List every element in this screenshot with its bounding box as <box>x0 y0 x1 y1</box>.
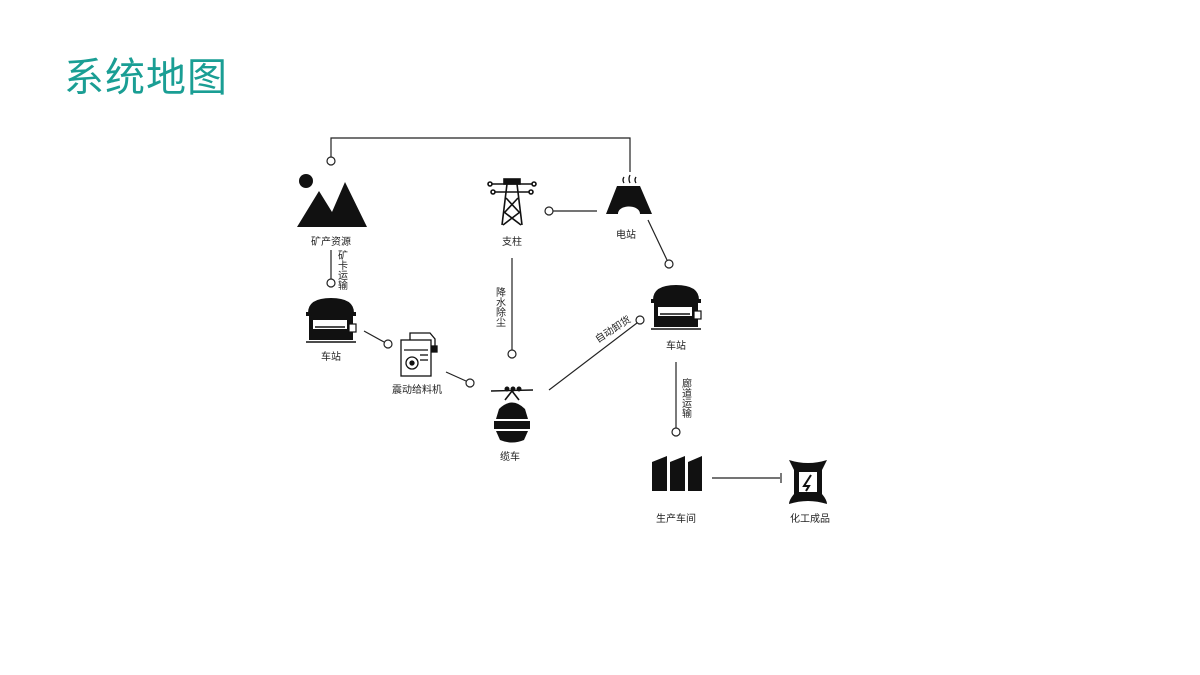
factory-icon <box>652 456 702 491</box>
page-title: 系统地图 <box>64 55 228 101</box>
edge-end-dot <box>671 427 681 437</box>
node-label-power-station: 电站 <box>616 228 636 241</box>
edge-power-station <box>647 219 668 261</box>
edge-end-dot <box>507 349 517 359</box>
station-icon <box>651 285 702 330</box>
node-label-mine: 矿产资源 <box>311 235 351 248</box>
power-plant-icon <box>606 174 652 214</box>
node-label-cable-car: 缆车 <box>500 450 520 463</box>
edge-station-feeder <box>363 330 385 343</box>
node-label-station-right: 车站 <box>666 339 686 352</box>
mountain-icon <box>297 174 367 227</box>
node-label-feeder: 震动给料机 <box>392 383 442 396</box>
node-label-pylon: 支柱 <box>502 235 522 248</box>
station-icon <box>306 298 357 343</box>
edge-label-auto-loading: 自动卸货 <box>593 313 634 346</box>
edge-end-dot <box>326 278 336 288</box>
edge-end-dot <box>465 378 475 388</box>
edge-end-dot <box>664 259 674 269</box>
edge-label-dust-removal: 降水除尘 <box>494 286 506 327</box>
node-label-product: 化工成品 <box>790 512 830 525</box>
pylon-icon <box>487 178 537 226</box>
node-label-station-left: 车站 <box>321 350 341 363</box>
node-label-workshop: 生产车间 <box>656 512 696 525</box>
edge-label-tunnel-transport: 廊道运输 <box>680 377 692 419</box>
edge-label-truck-transport: 矿卡运输 <box>336 249 348 291</box>
edge-cablecar-station <box>548 322 638 391</box>
edge-end-dot <box>544 206 554 216</box>
chemical-sack-icon <box>789 460 827 504</box>
edge-end-dot <box>383 339 393 349</box>
edge-end-dot <box>326 156 336 166</box>
cable-car-icon <box>490 386 534 443</box>
edge-end-dot <box>635 315 645 325</box>
feeder-machine-icon <box>400 332 438 377</box>
edge-feeder-cablecar <box>445 371 467 382</box>
edge-mine-power <box>330 137 631 172</box>
